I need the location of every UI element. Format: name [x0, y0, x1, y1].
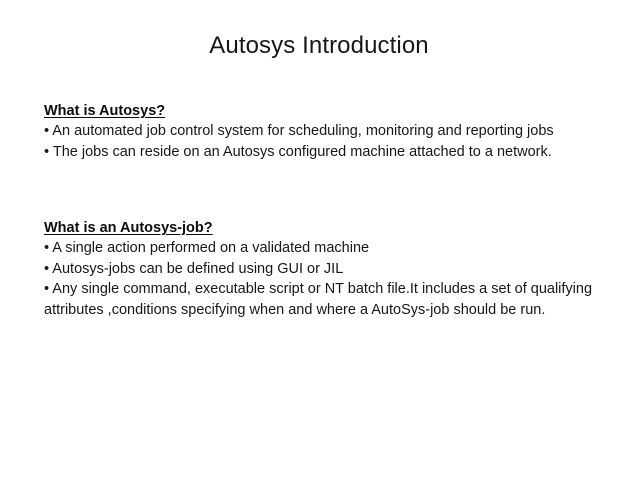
section-what-is-an-autosys-job: What is an Autosys-job? • A single actio…	[44, 218, 604, 320]
section-what-is-autosys: What is Autosys? • An automated job cont…	[44, 101, 604, 162]
list-item: • Autosys-jobs can be defined using GUI …	[44, 260, 344, 277]
bullet-list: • An automated job control system for sc…	[44, 121, 604, 162]
slide-body: What is Autosys? • An automated job cont…	[44, 101, 604, 320]
page-title: Autosys Introduction	[209, 32, 429, 59]
section-heading: What is an Autosys-job?	[44, 220, 213, 236]
section-heading: What is Autosys?	[44, 103, 166, 119]
list-item: • Any single command, executable script …	[44, 281, 593, 318]
list-item: • A single action performed on a validat…	[44, 240, 370, 256]
list-item: • The jobs can reside on an Autosys conf…	[44, 143, 552, 160]
bullet-list: • A single action performed on a validat…	[44, 238, 604, 320]
list-item: • An automated job control system for sc…	[44, 123, 554, 139]
